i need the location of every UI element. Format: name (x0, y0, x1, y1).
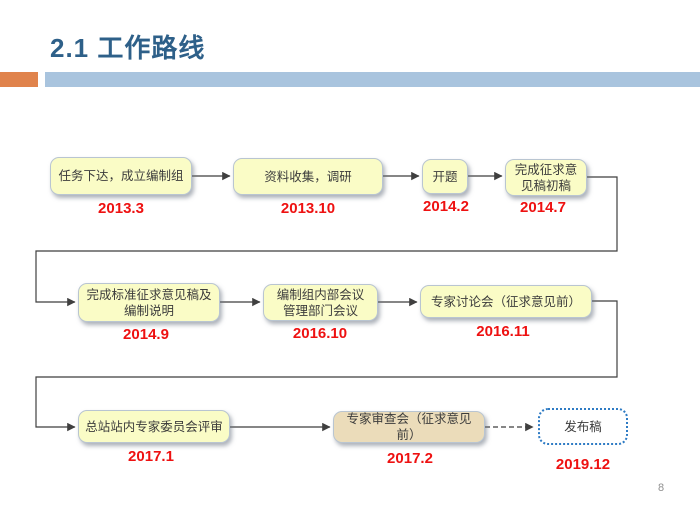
node-expert-review: 专家审查会（征求意见前） (333, 411, 485, 443)
node-initial-draft: 完成征求意 见稿初稿 (505, 159, 587, 196)
page-number: 8 (658, 482, 665, 494)
node-published-draft: 发布稿 (538, 408, 628, 445)
node-label: 专家讨论会（征求意见前） (430, 294, 581, 309)
node-label: 发布稿 (564, 419, 602, 434)
node-date-data-collection: 2013.10 (280, 200, 336, 217)
node-date-kickoff: 2014.2 (423, 198, 469, 215)
node-label: 完成征求意 见稿初稿 (514, 162, 578, 193)
node-date-internal-meetings: 2016.10 (292, 325, 348, 342)
connector-elbow-row1-row2 (35, 176, 618, 307)
node-label: 完成标准征求意见稿及 编制说明 (86, 287, 212, 318)
node-date-published-draft: 2019.12 (555, 456, 611, 473)
node-internal-meetings: 编制组内部会议 管理部门会议 (263, 284, 378, 321)
node-draft-and-notes: 完成标准征求意见稿及 编制说明 (78, 283, 220, 322)
node-committee-review: 总站站内专家委员会评审 (78, 410, 230, 443)
node-kickoff: 开题 (422, 159, 468, 194)
node-task-assignment: 任务下达，成立编制组 (50, 157, 192, 195)
node-date-initial-draft: 2014.7 (520, 199, 566, 216)
node-label: 编制组内部会议 管理部门会议 (276, 287, 365, 318)
accent-bar-blue (45, 72, 700, 87)
node-date-expert-review: 2017.2 (387, 450, 433, 467)
node-label: 资料收集，调研 (264, 169, 352, 184)
slide-title: 2.1 工作路线 (50, 33, 206, 63)
node-date-task-assignment: 2013.3 (98, 200, 144, 217)
accent-bar-orange (0, 72, 38, 87)
connector-elbow-row2-row3 (35, 300, 618, 432)
node-date-draft-and-notes: 2014.9 (123, 326, 169, 343)
node-label: 开题 (432, 169, 458, 184)
node-date-committee-review: 2017.1 (128, 448, 174, 465)
node-label: 任务下达，成立编制组 (58, 169, 184, 183)
node-expert-discussion: 专家讨论会（征求意见前） (420, 285, 592, 318)
node-label: 总站站内专家委员会评审 (85, 419, 223, 434)
node-date-expert-discussion: 2016.11 (476, 323, 530, 340)
node-label: 专家审查会（征求意见前） (346, 412, 472, 442)
node-data-collection: 资料收集，调研 (233, 158, 383, 195)
